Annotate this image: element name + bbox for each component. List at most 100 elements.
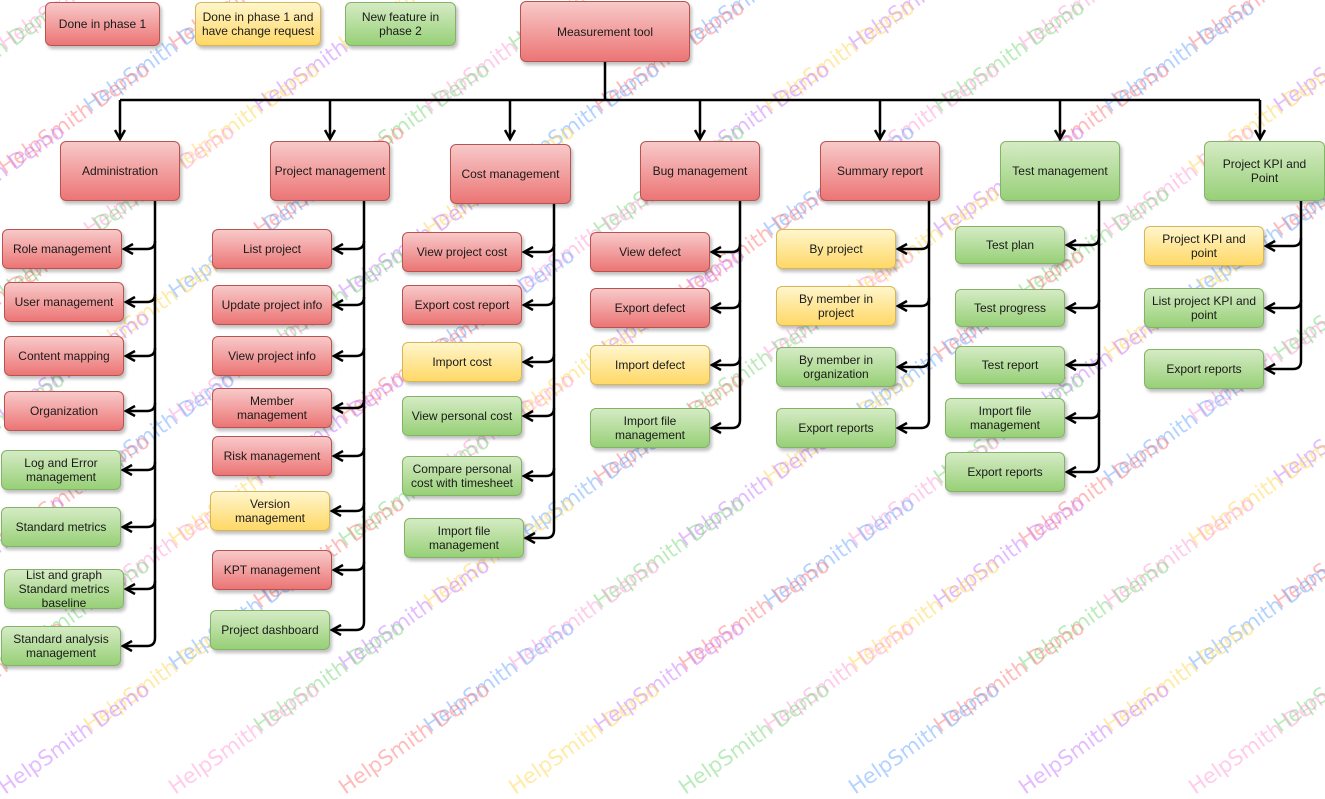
connector xyxy=(898,358,931,369)
watermark-text: HelpSmith Demo xyxy=(1099,491,1260,613)
connector xyxy=(1067,409,1101,420)
child-user-management[interactable]: User management xyxy=(4,282,124,322)
child-role-management[interactable]: Role management xyxy=(2,229,122,269)
child-import-cost[interactable]: Import cost xyxy=(402,342,522,382)
child-standard-metrics-baseline[interactable]: List and graph Standard metrics baseline xyxy=(4,568,124,610)
connector xyxy=(524,243,556,254)
child-standard-metrics[interactable]: Standard metrics xyxy=(1,507,121,547)
connector xyxy=(524,407,556,418)
child-cost-import-file-management[interactable]: Import file management xyxy=(404,518,524,558)
connector xyxy=(524,467,556,478)
child-list-project[interactable]: List project xyxy=(212,229,332,269)
arrowhead xyxy=(895,360,908,374)
connector xyxy=(898,297,931,308)
child-member-management[interactable]: Member management xyxy=(212,388,332,428)
child-project-dashboard[interactable]: Project dashboard xyxy=(210,610,330,650)
child-view-personal-cost[interactable]: View personal cost xyxy=(402,396,522,436)
legend-change-request: Done in phase 1 and have change request xyxy=(195,2,321,46)
connector xyxy=(123,461,157,472)
header-administration[interactable]: Administration xyxy=(60,141,180,201)
child-test-import-file-management[interactable]: Import file management xyxy=(945,398,1065,438)
child-test-plan[interactable]: Test plan xyxy=(955,226,1065,264)
child-test-report[interactable]: Test report xyxy=(955,346,1065,384)
watermark-text: HelpSmith Demo xyxy=(1099,615,1260,737)
watermark-text: HelpSmith Demo xyxy=(589,615,750,737)
watermark-text: HelpSmith Demo xyxy=(759,0,920,117)
watermark-text: HelpSmith Demo xyxy=(419,615,580,737)
child-bug-import-file-management[interactable]: Import file management xyxy=(590,408,710,448)
child-standard-analysis-management[interactable]: Standard analysis management xyxy=(1,626,121,666)
child-view-project-cost[interactable]: View project cost xyxy=(402,232,522,272)
arrowhead xyxy=(1064,465,1077,479)
arrowhead xyxy=(521,409,534,423)
watermark-text: HelpSmith Demo xyxy=(845,0,1005,55)
child-project-kpi-and-point[interactable]: Project KPI and point xyxy=(1144,226,1264,266)
arrowhead xyxy=(709,358,722,372)
arrowhead xyxy=(709,421,722,435)
arrowhead xyxy=(1064,238,1077,252)
arrowhead xyxy=(323,129,337,142)
child-organization[interactable]: Organization xyxy=(4,391,124,431)
child-compare-personal-cost[interactable]: Compare personal cost with timesheet xyxy=(402,456,522,496)
connector xyxy=(334,447,366,458)
child-view-project-info[interactable]: View project info xyxy=(212,336,332,376)
arrowhead xyxy=(331,349,344,363)
watermark-text: HelpSmith Demo xyxy=(1099,0,1260,117)
watermark-text: HelpSmith Demo xyxy=(759,615,920,737)
child-test-progress[interactable]: Test progress xyxy=(955,289,1065,327)
root-node-measurement-tool[interactable]: Measurement tool xyxy=(520,1,690,62)
child-log-and-error-management[interactable]: Log and Error management xyxy=(1,450,121,490)
child-export-cost-report[interactable]: Export cost report xyxy=(402,285,522,325)
watermark-text: HelpSmith Demo xyxy=(1185,0,1325,55)
arrowhead xyxy=(895,242,908,256)
watermark-text: HelpSmith Demo xyxy=(1269,243,1325,365)
child-kpt-management[interactable]: KPT management xyxy=(212,550,332,590)
arrowhead xyxy=(331,298,344,312)
child-by-member-in-project[interactable]: By member in project xyxy=(776,286,896,326)
watermark-text: HelpSmith Demo xyxy=(1015,0,1175,55)
child-export-defect[interactable]: Export defect xyxy=(590,288,710,328)
connector xyxy=(1067,236,1101,247)
arrowhead xyxy=(1263,301,1276,315)
child-kpi-export-reports[interactable]: Export reports xyxy=(1144,349,1264,389)
child-by-member-in-organization[interactable]: By member in organization xyxy=(776,347,896,387)
header-project-management[interactable]: Project management xyxy=(270,141,390,201)
child-update-project-info[interactable]: Update project info xyxy=(212,285,332,325)
connector xyxy=(332,621,366,632)
header-summary-report[interactable]: Summary report xyxy=(820,141,940,201)
child-import-defect[interactable]: Import defect xyxy=(590,345,710,385)
connector-lines xyxy=(113,62,1303,653)
arrowhead xyxy=(1053,129,1067,142)
child-test-export-reports[interactable]: Export reports xyxy=(945,452,1065,492)
connector xyxy=(712,243,742,254)
child-risk-management[interactable]: Risk management xyxy=(212,436,332,476)
watermark-text: HelpSmith Demo xyxy=(1184,553,1325,675)
arrowhead xyxy=(331,449,344,463)
header-test-management[interactable]: Test management xyxy=(1000,141,1120,201)
watermark-text: HelpSmith Demo xyxy=(0,677,155,799)
connector xyxy=(898,419,931,430)
header-cost-management[interactable]: Cost management xyxy=(450,144,571,204)
connector xyxy=(712,299,742,310)
header-project-kpi-and-point[interactable]: Project KPI and Point xyxy=(1204,141,1325,201)
arrowhead xyxy=(873,129,887,142)
legend-done-phase1: Done in phase 1 xyxy=(45,2,160,46)
child-list-project-kpi-and-point[interactable]: List project KPI and point xyxy=(1144,288,1264,328)
child-by-project[interactable]: By project xyxy=(776,229,896,269)
header-bug-management[interactable]: Bug management xyxy=(640,141,760,201)
watermark-text: HelpSmith Demo xyxy=(504,553,665,675)
watermark-text: HelpSmith Demo xyxy=(929,0,1090,117)
arrowhead xyxy=(123,349,136,363)
connector xyxy=(334,347,366,358)
child-version-management[interactable]: Version management xyxy=(210,491,330,531)
legend-new-feature: New feature in phase 2 xyxy=(345,2,456,46)
connector xyxy=(526,529,556,540)
arrowhead xyxy=(123,404,136,418)
child-summary-export-reports[interactable]: Export reports xyxy=(776,408,896,448)
arrowhead xyxy=(1064,358,1077,372)
child-view-defect[interactable]: View defect xyxy=(590,232,710,272)
arrowhead xyxy=(121,242,134,256)
arrowhead xyxy=(521,355,534,369)
child-content-mapping[interactable]: Content mapping xyxy=(4,336,124,376)
